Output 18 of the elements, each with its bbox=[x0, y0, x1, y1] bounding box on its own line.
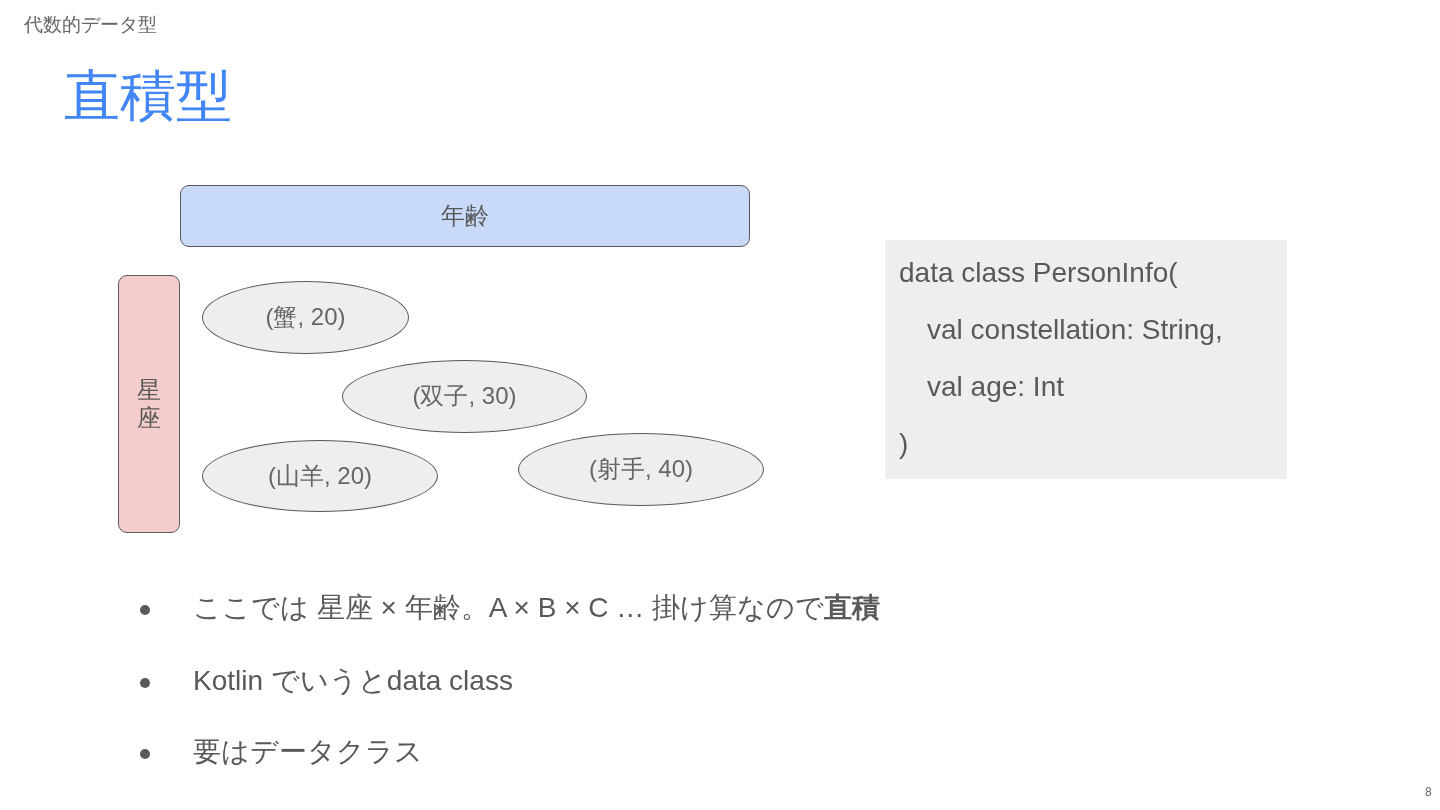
axis-bar bbox=[180, 185, 750, 247]
code-line: data class PersonInfo( bbox=[899, 256, 1178, 290]
bullet-text: Kotlin でいうとdata class bbox=[193, 664, 513, 698]
slide-title: 直積型 bbox=[64, 63, 232, 129]
code-line: ) bbox=[899, 427, 909, 461]
bullet-text: 要はデータクラス bbox=[193, 735, 423, 769]
tuple-label: (射手, 40) bbox=[589, 455, 693, 484]
axis-label: 星座 bbox=[136, 376, 162, 432]
tuple-label: (山羊, 20) bbox=[268, 461, 372, 491]
tuple-label: (蟹, 20) bbox=[265, 303, 346, 332]
axis-bar bbox=[118, 275, 180, 533]
page-number: 8 bbox=[1425, 784, 1432, 800]
code-line: val constellation: String, bbox=[926, 313, 1223, 347]
axis-label: 年齢 bbox=[441, 201, 489, 231]
tuple-label: (双子, 30) bbox=[412, 382, 517, 411]
bullet-text: ここでは 星座 × 年齢。A × B × C … 掛け算なので直積 bbox=[193, 591, 881, 625]
code-line: val age: Int bbox=[926, 370, 1064, 404]
section-header: 代数的データ型 bbox=[24, 13, 157, 37]
